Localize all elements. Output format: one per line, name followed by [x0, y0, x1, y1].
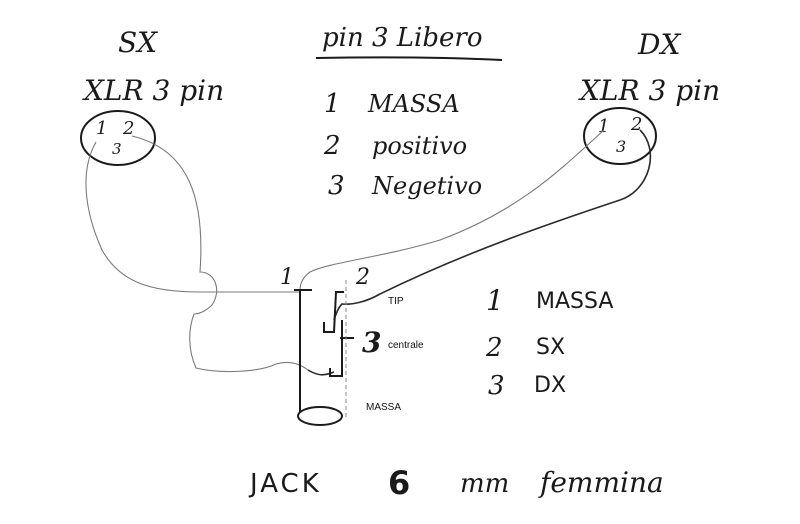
jack-sleeve-ellipse	[297, 406, 343, 426]
jack-tip-contact	[323, 291, 344, 333]
title-underline	[315, 56, 503, 61]
jack-socket: 1 2 3 TIP centrale MASSA	[280, 265, 424, 426]
jack-pin-1-label: 1	[280, 265, 294, 290]
jack-legend-label-1: MASSA	[536, 289, 613, 314]
xlr-legend-num-2: 2	[323, 131, 341, 161]
left-xlr-connector: SX XLR 3 pin 1 2 3	[80, 26, 224, 166]
jack-sleeve-label: MASSA	[366, 402, 401, 413]
xlr-legend-num-1: 1	[324, 89, 341, 119]
wires	[85, 129, 652, 376]
footer-gender: femmina	[538, 466, 664, 499]
left-side-label: SX	[118, 26, 158, 59]
jack-tip-label: TIP	[388, 296, 404, 307]
right-xlr-circle	[583, 107, 657, 165]
wire-left-ground	[85, 141, 300, 293]
xlr-legend-label-1: MASSA	[367, 90, 460, 118]
right-connector-type: XLR 3 pin	[578, 74, 720, 107]
right-pin-2: 2	[630, 114, 642, 135]
wire-left-positive-end	[307, 369, 335, 376]
wire-right-ground	[299, 129, 605, 291]
left-pin-1: 1	[96, 118, 107, 139]
xlr-legend-label-3: Negetivo	[371, 172, 482, 200]
left-connector-type: XLR 3 pin	[82, 74, 224, 107]
xlr-pinout-legend: 1 MASSA 2 positivo 3 Negetivo	[323, 89, 482, 201]
xlr-legend-num-3: 3	[328, 171, 345, 201]
xlr-legend-label-2: positivo	[372, 132, 467, 160]
wire-right-positive	[333, 129, 652, 321]
right-pin-1: 1	[598, 116, 609, 137]
footer-unit: mm	[460, 469, 509, 499]
jack-ring-label: centrale	[388, 340, 424, 351]
jack-pinout-legend: 1 MASSA 2 SX 3 DX	[485, 284, 613, 401]
footer-jack-word: JACK	[248, 469, 322, 499]
left-pin-2: 2	[122, 118, 134, 139]
jack-legend-num-2: 2	[485, 333, 503, 363]
jack-legend-num-3: 3	[488, 371, 505, 401]
right-pin-3: 3	[616, 137, 626, 156]
jack-ring-contact	[329, 320, 343, 377]
jack-legend-label-2: SX	[536, 335, 565, 360]
title-text: pin 3 Libero	[322, 23, 482, 53]
jack-pin-3-label: 3	[362, 326, 381, 359]
title-group: pin 3 Libero	[315, 23, 503, 61]
jack-legend-label-3: DX	[534, 373, 566, 398]
jack-pin-2-label: 2	[355, 265, 370, 290]
left-pin-3: 3	[112, 140, 122, 158]
left-xlr-circle	[80, 110, 156, 166]
wire-left-positive	[131, 135, 309, 373]
footer-jack-size: 6	[388, 464, 410, 502]
footer-caption: JACK 6 mm femmina	[248, 464, 664, 502]
jack-legend-num-1: 1	[486, 284, 504, 317]
right-side-label: DX	[637, 28, 681, 61]
right-xlr-connector: DX XLR 3 pin 1 2 3	[578, 28, 720, 165]
